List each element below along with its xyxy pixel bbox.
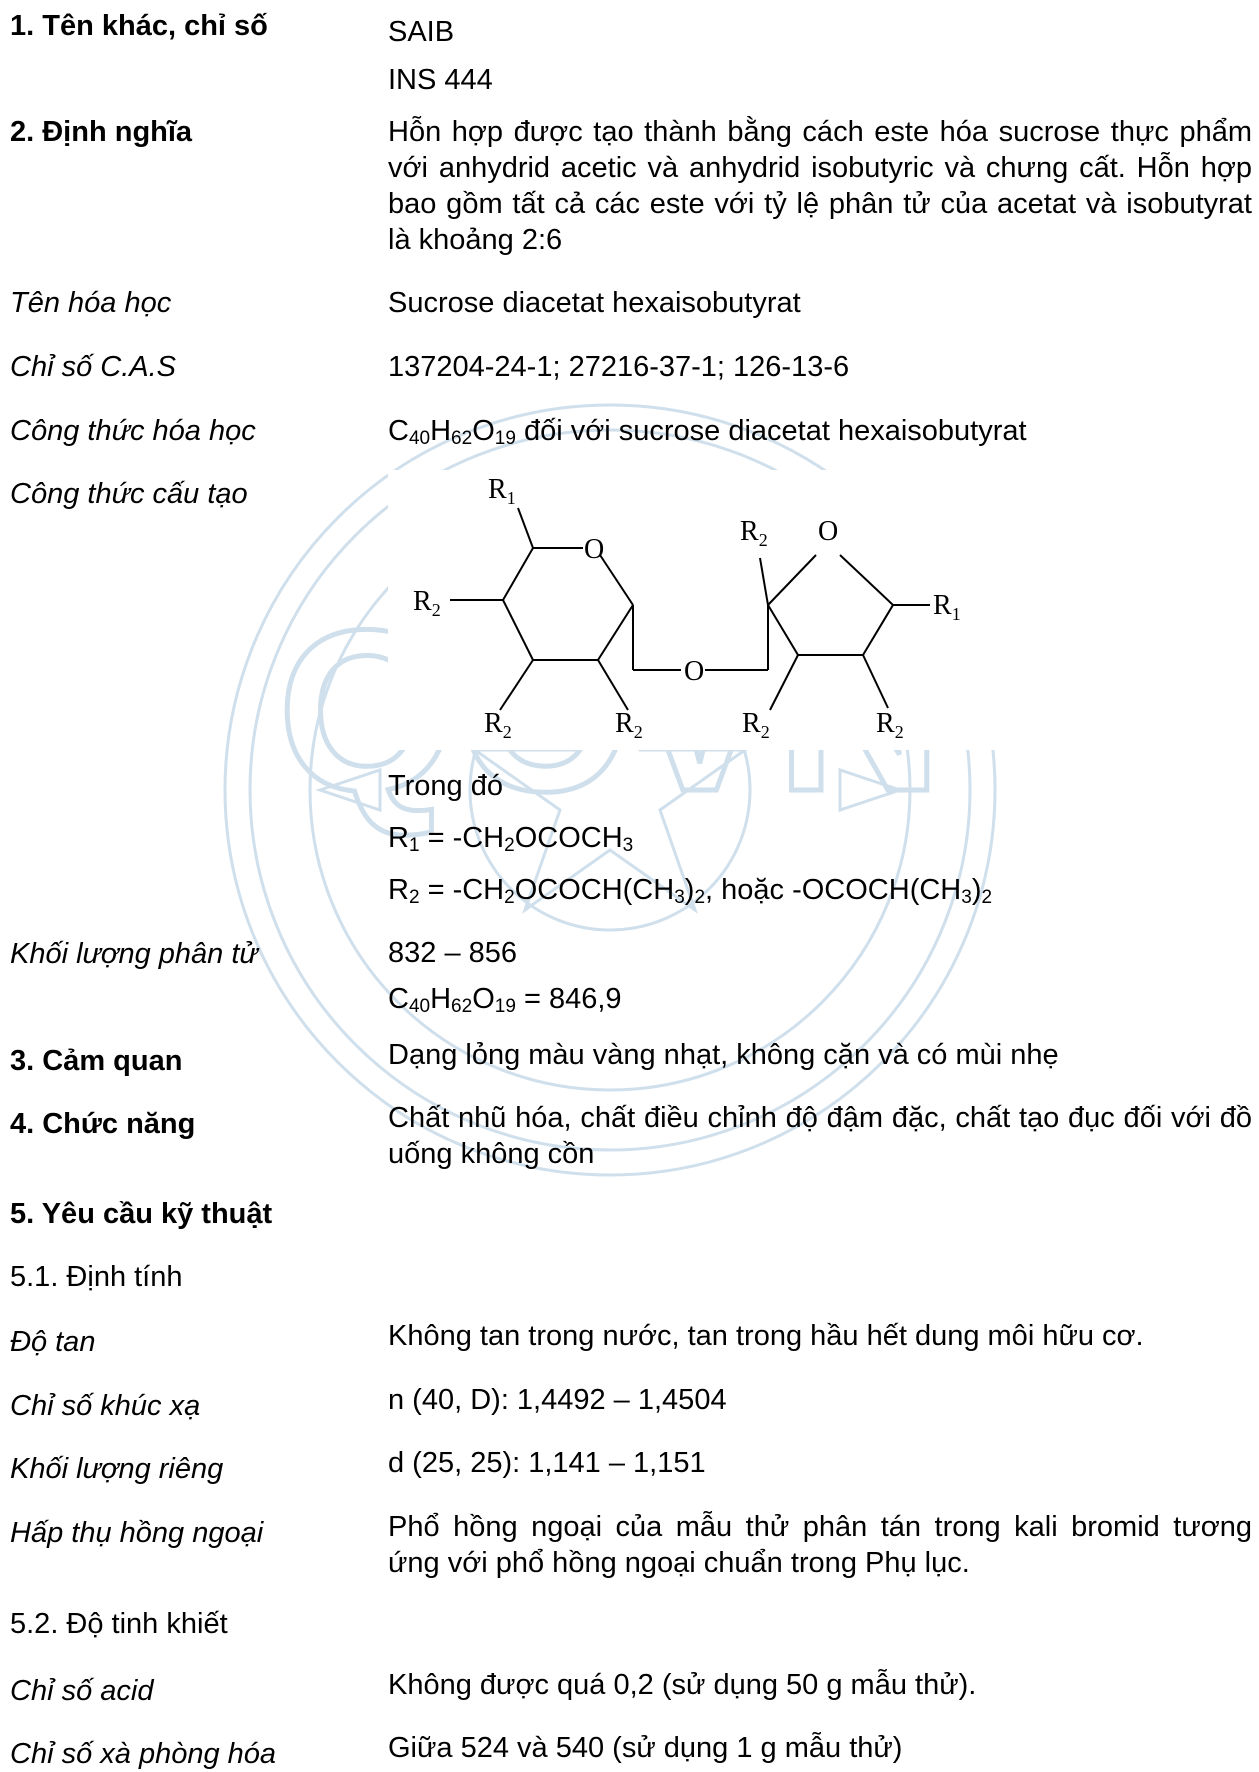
value-solubility: Không tan trong nước, tan trong hầu hết … [388, 1320, 1144, 1352]
label-function: 4. Chức năng [10, 1108, 196, 1140]
label-identification: 5.1. Định tính [10, 1261, 183, 1293]
atom-o-link: O [684, 656, 704, 687]
value-other-names: SAIB INS 444 [388, 8, 1252, 104]
label-refractive-index: Chỉ số khúc xạ [10, 1390, 201, 1422]
value-structure-legend: Trong đó R1 = -CH2OCOCH3 R2 = -CH2OCOCH(… [388, 760, 1252, 916]
label-technical-requirements: 5. Yêu cầu kỹ thuật [10, 1198, 273, 1230]
value-acid-value: Không được quá 0,2 (sử dụng 50 g mẫu thử… [388, 1669, 977, 1701]
label-molecular-weight: Khối lượng phân tử [10, 938, 258, 970]
r1-definition: R1 = -CH2OCOCH3 [388, 822, 634, 856]
label-structure: Công thức cấu tạo [10, 478, 248, 510]
value-sensory: Dạng lỏng màu vàng nhạt, không cặn và có… [388, 1039, 1059, 1071]
label-r2-bottom-4: R2 [876, 708, 904, 742]
label-formula: Công thức hóa học [10, 415, 256, 447]
r2-definition: R2 = -CH2OCOCH(CH3)2, hoặc -OCOCH(CH3)2 [388, 874, 993, 908]
label-sensory: 3. Cảm quan [10, 1045, 183, 1077]
value-refractive-index: n (40, D): 1,4492 – 1,4504 [388, 1384, 727, 1416]
value-definition: Hỗn hợp được tạo thành bằng cách este hó… [388, 116, 1252, 256]
label-r2-left: R2 [413, 586, 441, 620]
label-other-names: 1. Tên khác, chỉ số [10, 10, 268, 42]
label-r2-bottom-3: R2 [742, 708, 770, 742]
label-r1-right: R1 [933, 590, 961, 624]
mw-range: 832 – 856 [388, 937, 518, 969]
other-name-1: SAIB [388, 16, 455, 48]
label-chemical-name: Tên hóa học [10, 287, 172, 319]
label-r1-top: R1 [488, 474, 516, 508]
where-text: Trong đó [388, 770, 503, 802]
value-function: Chất nhũ hóa, chất điều chỉnh độ đậm đặc… [388, 1102, 1252, 1170]
label-solubility: Độ tan [10, 1326, 96, 1358]
label-r2-top-furanose: R2 [740, 516, 768, 550]
label-density: Khối lượng riêng [10, 1453, 224, 1485]
value-density: d (25, 25): 1,141 – 1,151 [388, 1447, 706, 1479]
value-cas: 137204-24-1; 27216-37-1; 126-13-6 [388, 351, 850, 383]
structural-formula-diagram: O O O R1 R2 R2 R2 R2 R1 R2 R2 [388, 470, 1000, 750]
label-r2-bottom-2: R2 [615, 708, 643, 742]
value-molecular-weight: 832 – 856 C40H62O19 = 846,9 [388, 930, 1252, 1022]
other-name-2: INS 444 [388, 64, 493, 96]
value-infrared: Phổ hồng ngoại của mẫu thử phân tán tron… [388, 1511, 1252, 1579]
mw-exact: C40H62O19 = 846,9 [388, 983, 622, 1017]
value-saponification: Giữa 524 và 540 (sử dụng 1 g mẫu thử) [388, 1732, 903, 1764]
label-saponification: Chỉ số xà phòng hóa [10, 1738, 277, 1770]
label-purity: 5.2. Độ tinh khiết [10, 1608, 228, 1640]
label-r2-bottom-1: R2 [484, 708, 512, 742]
label-infrared: Hấp thụ hồng ngoại [10, 1517, 264, 1549]
label-cas: Chỉ số C.A.S [10, 351, 176, 383]
value-formula: C40H62O19 đối với sucrose diacetat hexai… [388, 415, 1027, 449]
label-acid-value: Chỉ số acid [10, 1675, 154, 1707]
atom-o-furanose: O [818, 516, 838, 547]
value-chemical-name: Sucrose diacetat hexaisobutyrat [388, 287, 801, 319]
atom-o-pyranose: O [584, 534, 604, 565]
label-definition: 2. Định nghĩa [10, 116, 193, 148]
